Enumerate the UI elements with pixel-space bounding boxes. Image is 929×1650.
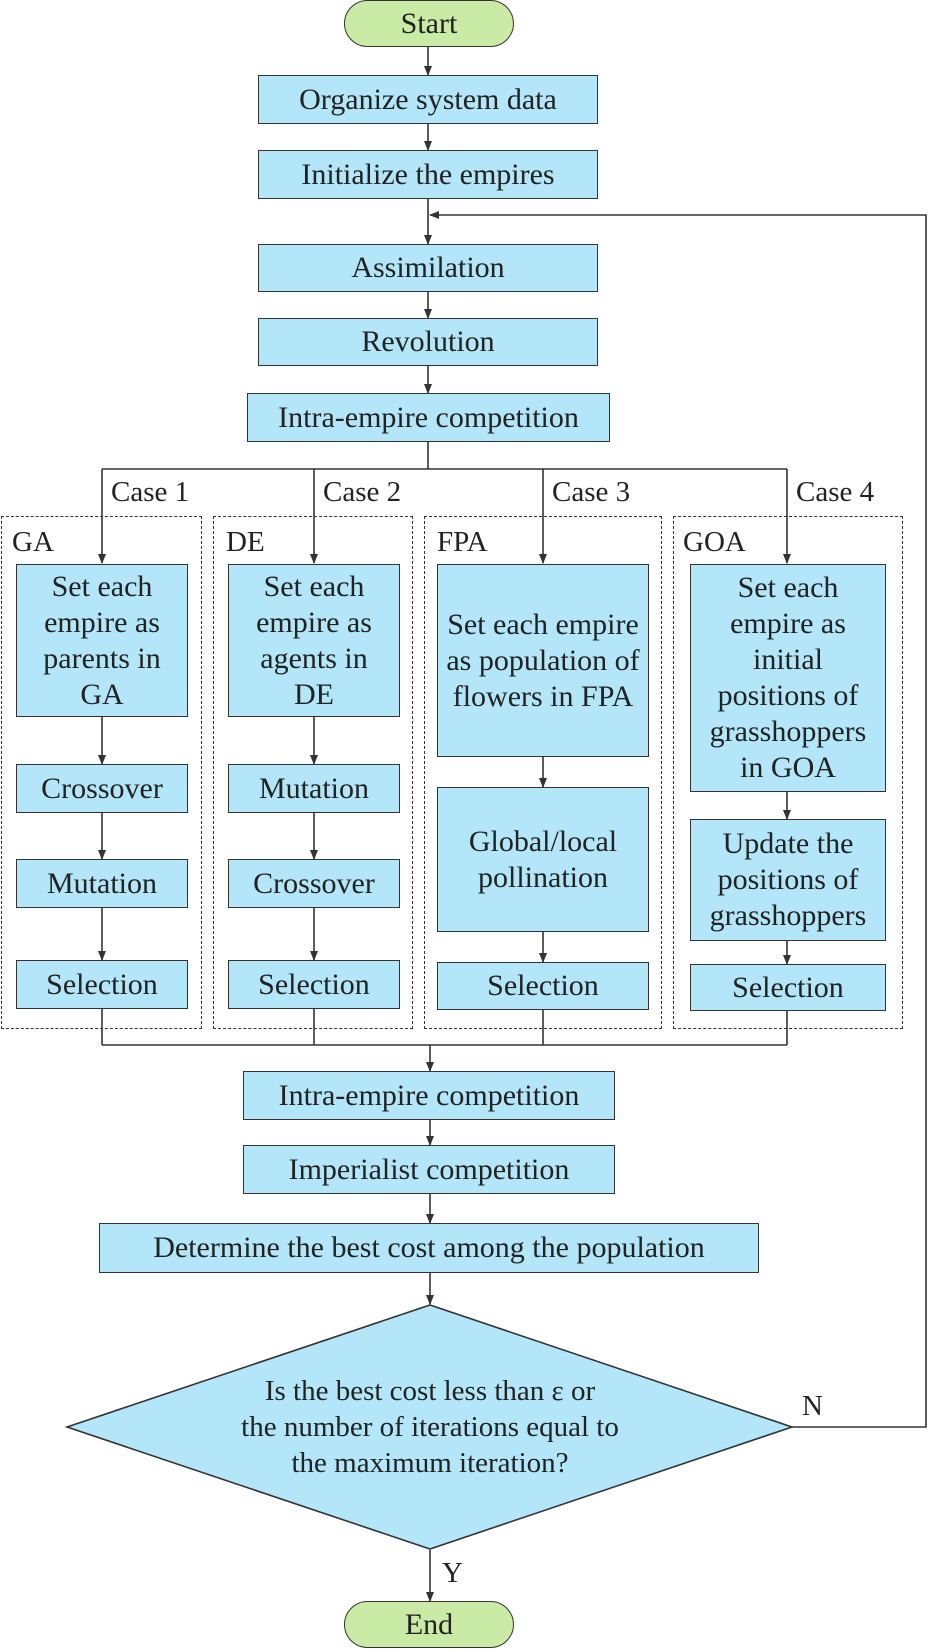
start-terminal: Start bbox=[344, 0, 514, 47]
case-3-label: Case 3 bbox=[552, 476, 631, 508]
decision-text: Is the best cost less than ε or the numb… bbox=[180, 1373, 680, 1481]
goa-group-title: GOA bbox=[683, 526, 746, 558]
ga-group bbox=[1, 516, 202, 1029]
fpa-selection-step: Selection bbox=[437, 962, 649, 1010]
intra-competition-bottom-step: Intra-empire competition bbox=[243, 1071, 615, 1120]
ga-group-title: GA bbox=[12, 526, 54, 558]
loop-back-no bbox=[429, 211, 927, 1428]
decision-line-2: the number of iterations equal to bbox=[241, 1411, 619, 1443]
decision-diamond bbox=[64, 1304, 795, 1550]
decision-yes-label: Y bbox=[442, 1557, 463, 1589]
de-group-title: DE bbox=[226, 526, 265, 558]
fpa-group bbox=[424, 516, 662, 1029]
goa-init-step: Set each empire as initial positions of … bbox=[690, 564, 886, 792]
de-group bbox=[213, 516, 413, 1029]
de-crossover-step: Crossover bbox=[228, 859, 400, 908]
imperialist-competition-step: Imperialist competition bbox=[243, 1145, 615, 1194]
organize-step: Organize system data bbox=[258, 75, 598, 124]
fpa-group-title: FPA bbox=[437, 526, 488, 558]
decision-line-3: the maximum iteration? bbox=[291, 1447, 569, 1479]
revolution-step: Revolution bbox=[258, 318, 598, 366]
end-terminal: End bbox=[344, 1601, 514, 1648]
goa-selection-step: Selection bbox=[690, 964, 886, 1011]
ga-selection-step: Selection bbox=[16, 960, 188, 1009]
fpa-pollination-step: Global/local pollination bbox=[437, 787, 649, 932]
ga-crossover-step: Crossover bbox=[16, 764, 188, 813]
decision-line-1: Is the best cost less than ε or bbox=[264, 1375, 596, 1407]
intra-competition-top-step: Intra-empire competition bbox=[247, 393, 610, 442]
case-2-label: Case 2 bbox=[323, 476, 402, 508]
assimilation-step: Assimilation bbox=[258, 244, 598, 292]
fpa-init-step: Set each empire as population of flowers… bbox=[437, 564, 649, 757]
best-cost-step: Determine the best cost among the popula… bbox=[99, 1223, 759, 1273]
case-4-label: Case 4 bbox=[796, 476, 875, 508]
ga-init-step: Set each empire as parents in GA bbox=[16, 564, 188, 717]
de-mutation-step: Mutation bbox=[228, 764, 400, 813]
goa-update-step: Update the positions of grasshoppers bbox=[690, 819, 886, 941]
decision-no-label: N bbox=[802, 1390, 823, 1422]
initialize-step: Initialize the empires bbox=[258, 150, 598, 199]
case-1-label: Case 1 bbox=[111, 476, 190, 508]
ga-mutation-step: Mutation bbox=[16, 859, 188, 908]
goa-group bbox=[673, 516, 903, 1029]
de-init-step: Set each empire as agents in DE bbox=[228, 564, 400, 717]
de-selection-step: Selection bbox=[228, 960, 400, 1009]
